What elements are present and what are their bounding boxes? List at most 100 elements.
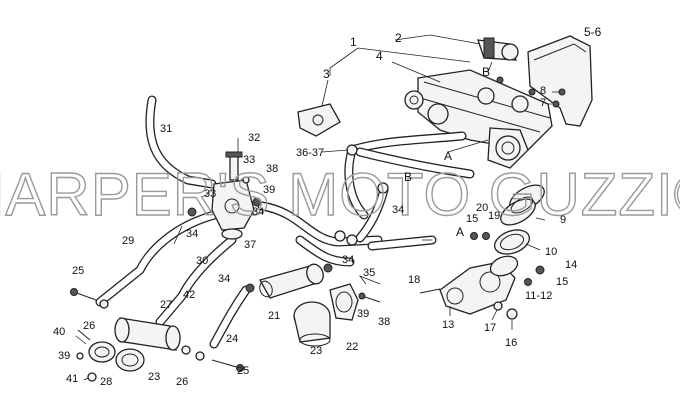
injector bbox=[477, 37, 519, 61]
callout-39-top: 39 bbox=[263, 184, 275, 196]
callout-9: 9 bbox=[560, 214, 566, 226]
intake-boot-9 bbox=[500, 184, 545, 226]
leader-lines bbox=[75, 34, 560, 381]
callout-24: 24 bbox=[226, 333, 238, 345]
washer-26a bbox=[99, 299, 109, 309]
callout-39-left: 39 bbox=[58, 350, 70, 362]
bolt-14 bbox=[535, 265, 545, 275]
callout-A-upper: A bbox=[444, 149, 452, 163]
callout-16: 16 bbox=[505, 337, 517, 349]
callout-25-lower: 25 bbox=[237, 365, 249, 377]
callout-B-lower: B bbox=[404, 170, 412, 184]
callout-30: 30 bbox=[196, 255, 208, 267]
fuel-pump bbox=[259, 263, 333, 299]
callout-34-d: 34 bbox=[342, 254, 354, 266]
callout-35: 35 bbox=[363, 267, 375, 279]
throttle-sensor bbox=[297, 103, 341, 137]
callout-21: 21 bbox=[268, 310, 280, 322]
callout-39-mid: 39 bbox=[357, 308, 369, 320]
pump-bracket-22 bbox=[329, 283, 359, 321]
screw-39a bbox=[242, 176, 250, 184]
watermark-text: HARPER'S MOTO GUZZI© bbox=[0, 161, 680, 228]
callout-38-top: 38 bbox=[266, 163, 278, 175]
callout-23-filter: 23 bbox=[148, 371, 160, 383]
clamp-34d bbox=[334, 230, 346, 242]
callout-15-left: 15 bbox=[466, 213, 478, 225]
callout-11-12: 11-12 bbox=[525, 290, 552, 302]
screw-7 bbox=[552, 100, 560, 108]
callout-B-upper: B bbox=[482, 65, 490, 79]
callout-15-right: 15 bbox=[556, 276, 568, 288]
callout-3: 3 bbox=[323, 67, 330, 81]
nut-16 bbox=[506, 308, 518, 320]
washer-26c bbox=[195, 351, 205, 361]
clamp-34c bbox=[377, 182, 389, 194]
bolt-25a-head bbox=[70, 288, 78, 296]
clamp-34e bbox=[245, 283, 255, 293]
screw-40 bbox=[77, 329, 91, 341]
callout-28: 28 bbox=[100, 376, 112, 388]
clamp-10 bbox=[494, 229, 530, 255]
callout-29: 29 bbox=[122, 235, 134, 247]
pressure-regulator bbox=[211, 151, 255, 240]
bolt-25b bbox=[211, 359, 241, 369]
callout-38-bottom: 38 bbox=[378, 316, 390, 328]
stud-18 bbox=[419, 288, 441, 294]
callout-34-c: 34 bbox=[392, 204, 404, 216]
callout-A-lower: A bbox=[456, 225, 464, 239]
callout-5-6: 5-6 bbox=[584, 25, 602, 39]
callout-17: 17 bbox=[484, 322, 496, 334]
rubber-sleeve-23 bbox=[293, 301, 331, 347]
callout-19: 19 bbox=[488, 210, 500, 222]
callout-7: 7 bbox=[540, 97, 546, 109]
callout-10: 10 bbox=[545, 246, 557, 258]
washer-17 bbox=[493, 301, 503, 311]
fuel-filter bbox=[114, 317, 181, 351]
callout-37: 37 bbox=[244, 239, 256, 251]
callout-22: 22 bbox=[346, 341, 358, 353]
callout-41: 41 bbox=[66, 373, 78, 385]
callout-26-left: 26 bbox=[83, 320, 95, 332]
fuel-rail-assembly bbox=[404, 69, 553, 169]
bolt-15a bbox=[470, 232, 478, 240]
callout-40: 40 bbox=[53, 326, 65, 338]
clamp-34b bbox=[252, 197, 262, 207]
callout-4: 4 bbox=[376, 49, 383, 63]
callout-23-pump: 23 bbox=[310, 345, 322, 357]
washer-20 bbox=[482, 232, 490, 240]
washer-26b bbox=[181, 345, 191, 355]
fuel-hoses bbox=[95, 95, 475, 349]
callout-1: 1 bbox=[350, 35, 357, 49]
nut-41 bbox=[87, 372, 97, 382]
callout-27: 27 bbox=[160, 299, 172, 311]
callout-33-left: 33 bbox=[204, 188, 216, 200]
bolt-15b bbox=[524, 278, 532, 286]
bolt-25b-head bbox=[236, 364, 244, 372]
callout-18: 18 bbox=[408, 274, 420, 286]
filter-clamp-28 bbox=[88, 341, 116, 363]
callout-42: 42 bbox=[183, 289, 195, 301]
callout-13: 13 bbox=[442, 319, 454, 331]
callout-25-upper: 25 bbox=[72, 265, 84, 277]
screw-39b bbox=[358, 292, 366, 300]
callout-31: 31 bbox=[160, 123, 172, 135]
callout-34-a: 34 bbox=[186, 228, 198, 240]
callout-14: 14 bbox=[565, 259, 577, 271]
callout-32: 32 bbox=[248, 132, 260, 144]
callout-33-top: 33 bbox=[243, 154, 255, 166]
throttle-cover bbox=[527, 35, 593, 127]
callout-labels: 1 2 3 4 5-6 7 8 B A 9 10 11-12 13 14 15 … bbox=[53, 25, 602, 388]
washer-39c bbox=[76, 352, 84, 360]
intake-manifold-13 bbox=[439, 255, 519, 315]
callout-2: 2 bbox=[395, 31, 402, 45]
callout-20: 20 bbox=[476, 202, 488, 214]
callout-36-37: 36-37 bbox=[296, 147, 324, 159]
callout-8: 8 bbox=[540, 85, 546, 97]
clamp-34a bbox=[187, 207, 197, 217]
callout-34-b: 34 bbox=[252, 206, 264, 218]
rubber-sleeve-23b bbox=[115, 348, 145, 372]
clamp-36 bbox=[346, 144, 358, 156]
clamp-35 bbox=[346, 234, 358, 246]
callout-34-e: 34 bbox=[218, 273, 230, 285]
